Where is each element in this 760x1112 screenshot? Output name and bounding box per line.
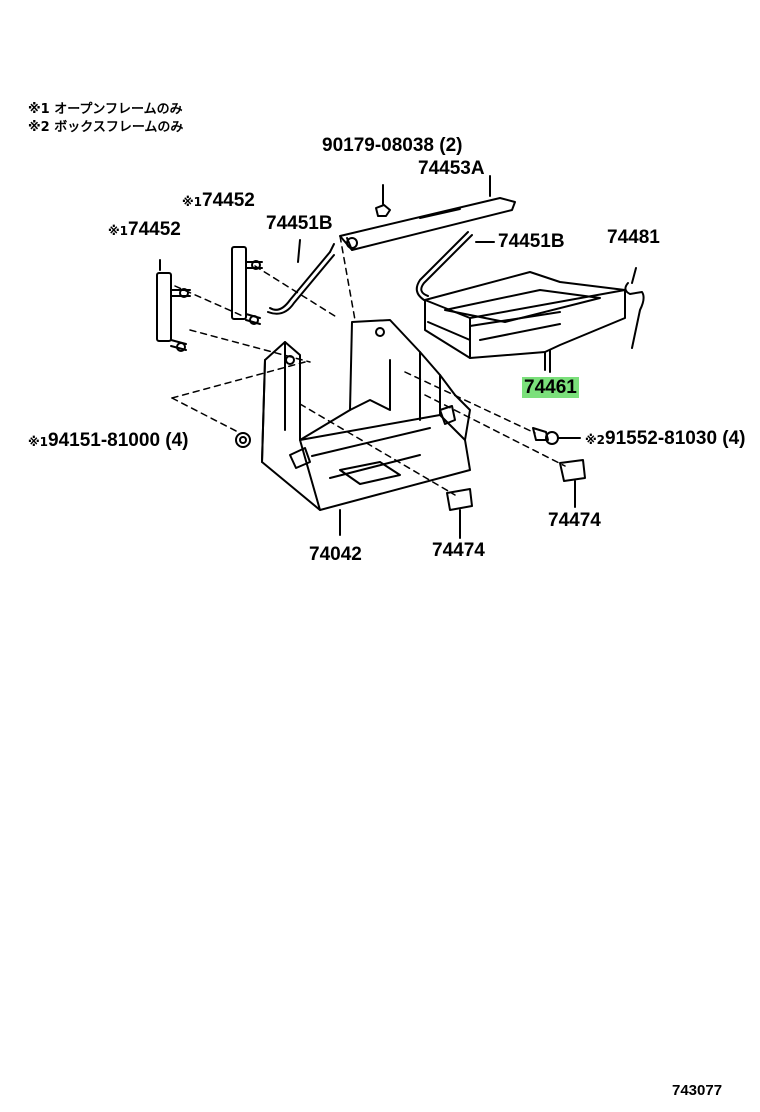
mark-2: ※2 — [585, 433, 606, 447]
hook-wire — [624, 267, 645, 349]
battery-bracket — [261, 319, 471, 536]
pad-left — [446, 488, 473, 539]
callout-74042[interactable]: 74042 — [309, 544, 362, 565]
part-number: 91552-81030 (4) — [605, 428, 746, 449]
part-number: 74452 — [202, 190, 255, 211]
mark-1: ※1 — [28, 435, 49, 449]
mark-1: ※1 — [108, 224, 129, 238]
callout-90179[interactable]: 90179-08038 (2) — [322, 135, 463, 156]
part-number-highlighted: 74461 — [522, 377, 579, 398]
bolt-plate-left — [156, 259, 191, 352]
part-number: 74452 — [128, 219, 181, 240]
mark-1: ※1 — [182, 195, 203, 209]
callout-74474-left[interactable]: 74474 — [432, 540, 485, 561]
diagram-number: 743077 — [672, 1082, 723, 1099]
rod-right — [415, 231, 495, 301]
rod-left — [267, 239, 335, 315]
callout-74452-left[interactable]: ※174452 — [108, 219, 181, 241]
note-box-frame: ※2 ボックスフレームのみ — [28, 120, 184, 135]
pad-right — [559, 459, 586, 508]
tray — [424, 271, 626, 373]
flange-bolt — [532, 427, 581, 445]
flange-nut — [235, 432, 251, 448]
part-number: 94151-81000 (4) — [48, 430, 189, 451]
callout-91552[interactable]: ※291552-81030 (4) — [585, 428, 746, 450]
clamp-bar — [339, 175, 516, 251]
alignment-lines — [171, 235, 566, 496]
bolt-plate-mid — [231, 246, 263, 325]
callout-74452-mid[interactable]: ※174452 — [182, 190, 255, 212]
callout-74474-right[interactable]: 74474 — [548, 510, 601, 531]
callout-74461[interactable]: 74461 — [522, 377, 579, 399]
callout-74451b-left[interactable]: 74451B — [266, 213, 333, 234]
note-open-frame: ※1 オープンフレームのみ — [28, 102, 183, 117]
callout-74451b-right[interactable]: 74451B — [498, 231, 565, 252]
callout-94151[interactable]: ※194151-81000 (4) — [28, 430, 189, 452]
callout-74481[interactable]: 74481 — [607, 227, 660, 248]
callout-74453a[interactable]: 74453A — [418, 158, 485, 179]
